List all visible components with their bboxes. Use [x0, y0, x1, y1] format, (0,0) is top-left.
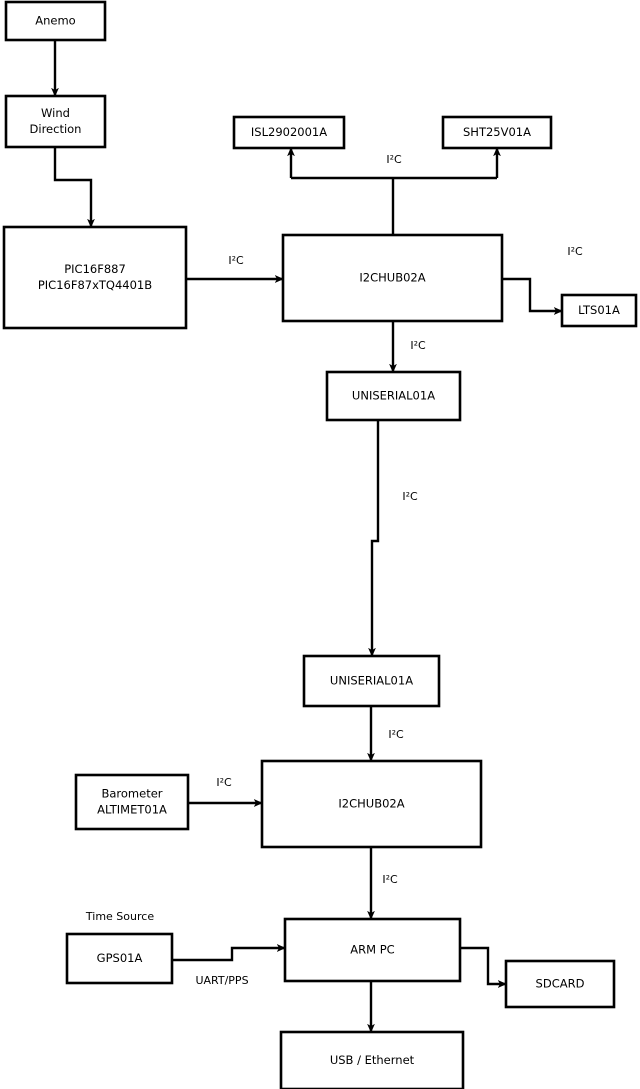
- node-label-wind-dir: Wind: [41, 106, 70, 120]
- edge-hubtop-isl-sht: I²C: [287, 147, 501, 244]
- node-box-pic[interactable]: [2, 225, 188, 330]
- edge-segment: [451, 944, 507, 988]
- edge-uniserialbot-hubbot: I²C: [367, 697, 404, 762]
- node-isl[interactable]: ISL2902001A: [232, 115, 346, 150]
- edge-winddir-pic: [51, 138, 95, 228]
- edge-label-hubtop-uniserialtop: I²C: [410, 339, 426, 352]
- node-label-gps: GPS01A: [97, 951, 143, 965]
- node-uniserial-bot[interactable]: UNISERIAL01A: [302, 654, 441, 708]
- node-label-hub-top: I2CHUB02A: [359, 271, 425, 285]
- node-box-gps[interactable]: [65, 932, 174, 985]
- node-uniserial-top[interactable]: UNISERIAL01A: [325, 370, 462, 422]
- node-label-hub-bot: I2CHUB02A: [338, 797, 404, 811]
- node-box-uniserial-bot[interactable]: [302, 654, 441, 708]
- node-label-barometer: ALTIMET01A: [97, 803, 167, 817]
- node-label-lts: LTS01A: [578, 303, 620, 317]
- node-usbeth[interactable]: USB / Ethernet: [279, 1030, 465, 1089]
- node-box-anemo[interactable]: [4, 0, 107, 42]
- edge-hubtop-uniserialtop: I²C: [389, 312, 426, 373]
- edge-uniserial-link: I²C: [368, 411, 418, 657]
- edge-barometer-hubbot: I²C: [179, 776, 263, 807]
- node-label-pic: PIC16F887: [64, 262, 126, 276]
- edge-hubbot-armpc: I²C: [367, 838, 398, 920]
- edge-label-hubtop-lts: I²C: [567, 245, 583, 258]
- edge-pic-hubtop: I²C: [177, 254, 284, 283]
- node-gps[interactable]: GPS01A: [65, 932, 174, 985]
- edge-label-barometer-hubbot: I²C: [216, 776, 232, 789]
- node-box-barometer[interactable]: [74, 773, 190, 831]
- edge-label-uniserialbot-hubbot: I²C: [388, 728, 404, 741]
- edge-segment: [368, 411, 382, 657]
- node-sht[interactable]: SHT25V01A: [441, 115, 553, 150]
- edge-segment: [51, 138, 95, 228]
- node-box-uniserial-top[interactable]: [325, 370, 462, 422]
- node-box-hub-top[interactable]: [281, 233, 504, 323]
- node-label-usbeth: USB / Ethernet: [330, 1053, 415, 1067]
- node-label-anemo: Anemo: [35, 14, 75, 28]
- node-label-uniserial-bot: UNISERIAL01A: [330, 674, 413, 688]
- node-label-isl: ISL2902001A: [251, 125, 327, 139]
- edge-hubtop-lts: I²C: [493, 245, 583, 315]
- node-label-armpc: ARM PC: [350, 943, 394, 957]
- node-label-sdcard: SDCARD: [536, 977, 585, 991]
- node-armpc[interactable]: ARM PC: [283, 917, 462, 983]
- node-box-sdcard[interactable]: [504, 959, 616, 1009]
- edge-label-gps-armpc: UART/PPS: [195, 974, 248, 987]
- node-lts[interactable]: LTS01A: [560, 293, 638, 328]
- node-box-isl[interactable]: [232, 115, 346, 150]
- edge-label-hubtop-isl-sht: I²C: [386, 153, 402, 166]
- edge-label-hubbot-armpc: I²C: [382, 873, 398, 886]
- edge-segment: [493, 275, 563, 315]
- edge-gps-armpc: UART/PPS: [172, 944, 286, 987]
- node-box-lts[interactable]: [560, 293, 638, 328]
- edge-armpc-sdcard: [451, 944, 507, 988]
- node-anemo[interactable]: Anemo: [4, 0, 107, 42]
- node-box-armpc[interactable]: [283, 917, 462, 983]
- free-labels-layer: Time Source: [85, 910, 154, 923]
- node-sdcard[interactable]: SDCARD: [504, 959, 616, 1009]
- node-box-hub-bot[interactable]: [260, 759, 483, 849]
- node-box-sht[interactable]: [441, 115, 553, 150]
- node-label-sht: SHT25V01A: [463, 125, 531, 139]
- node-label-uniserial-top: UNISERIAL01A: [352, 389, 435, 403]
- node-box-usbeth[interactable]: [279, 1030, 465, 1089]
- node-hub-top[interactable]: I2CHUB02A: [281, 233, 504, 323]
- label-time-source: Time Source: [85, 910, 154, 923]
- edges-layer: I²C I²C I²C I²C I²C I²C I²C I²C UART/PPS: [51, 31, 583, 1033]
- node-label-pic: PIC16F87xTQ4401B: [38, 278, 152, 292]
- edge-segment: [172, 944, 286, 962]
- node-box-wind-dir[interactable]: [4, 94, 107, 149]
- edge-label-pic-hubtop: I²C: [228, 254, 244, 267]
- node-hub-bot[interactable]: I2CHUB02A: [260, 759, 483, 849]
- node-label-barometer: Barometer: [101, 787, 162, 801]
- edge-label-uniserial-link: I²C: [402, 490, 418, 503]
- node-label-wind-dir: Direction: [30, 122, 82, 136]
